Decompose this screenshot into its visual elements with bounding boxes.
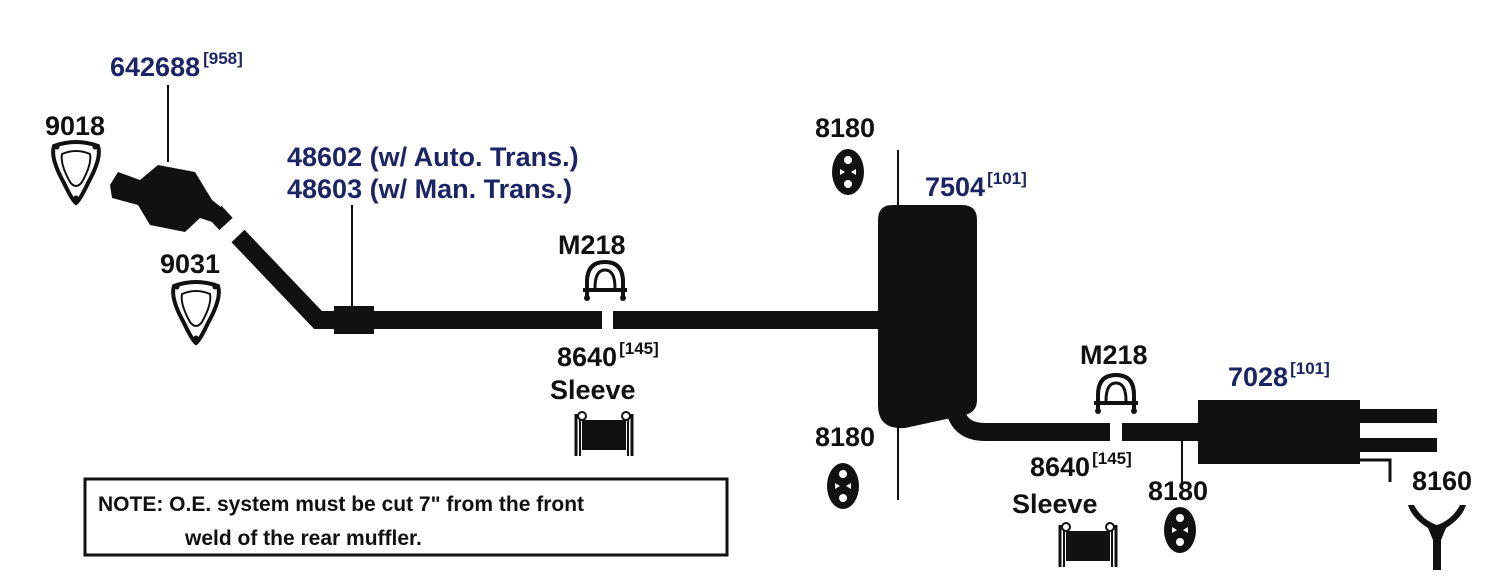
part-48603-label: 48603 (w/ Man. Trans.)	[287, 174, 572, 204]
hanger-bracket-shape	[1360, 458, 1392, 482]
part-7504-label: 7504[101]	[925, 169, 1027, 202]
part-8180-upper-label: 8180	[815, 113, 875, 143]
hanger-8160-icon	[1408, 505, 1466, 570]
cat-outlet-pipe	[208, 205, 233, 231]
part-8180-lower-label: 8180	[815, 422, 875, 452]
resonator-7028-shape	[1198, 400, 1360, 464]
pipe-connector-shape	[334, 306, 374, 334]
sleeve-front-icon	[574, 410, 634, 458]
hanger-8180-lower-icon	[827, 463, 859, 509]
tailpipe-tip-upper	[1360, 409, 1437, 423]
part-8180-rear-label: 8180	[1148, 476, 1208, 506]
note-line-2: weld of the rear muffler.	[184, 527, 422, 550]
part-9031-label: 9031	[160, 249, 220, 279]
sleeve-rear-icon	[1058, 521, 1118, 569]
part-m218-rear-label: M218	[1080, 340, 1148, 370]
part-48602-label: 48602 (w/ Auto. Trans.)	[287, 142, 579, 172]
note-line-1: NOTE: O.E. system must be cut 7" from th…	[98, 493, 584, 516]
part-8160-label: 8160	[1412, 466, 1472, 496]
tailpipe-tip-lower	[1360, 438, 1437, 452]
part-642688-label: 642688[958]	[110, 49, 243, 82]
catalytic-converter-shape	[110, 165, 222, 232]
clamp-m218-rear-icon	[1092, 373, 1140, 416]
gasket-9031-icon	[171, 280, 221, 345]
muffler-7504-shape	[878, 205, 977, 429]
sleeve-front-label: Sleeve	[550, 375, 636, 405]
hanger-8180-rear-icon	[1164, 507, 1196, 553]
part-9018-label: 9018	[45, 111, 105, 141]
sleeve-rear-label: Sleeve	[1012, 489, 1098, 519]
note-box	[83, 477, 729, 557]
part-m218-front-label: M218	[558, 230, 626, 260]
tailpipe-shape	[946, 407, 1205, 441]
part-8640-rear-label: 8640[145]	[1030, 449, 1132, 482]
part-7028-label: 7028[101]	[1228, 359, 1330, 392]
hanger-8180-upper-icon	[832, 149, 864, 195]
gasket-9018-icon	[51, 140, 101, 205]
clamp-m218-front-icon	[581, 260, 629, 303]
part-8640-front-label: 8640[145]	[557, 339, 659, 372]
intermediate-pipe-shape	[231, 229, 882, 329]
